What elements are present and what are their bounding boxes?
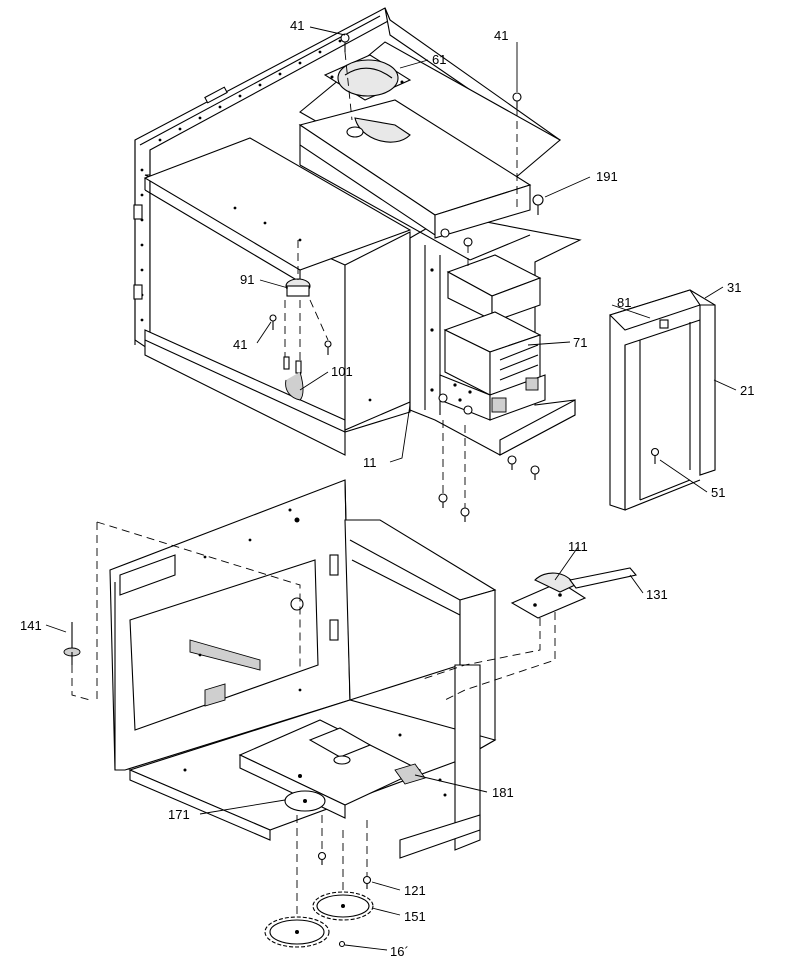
callout-171: 171	[168, 807, 190, 822]
lower-assembly-guides	[71, 521, 556, 918]
upper-assembly-guides	[284, 51, 518, 508]
callout-191: 191	[596, 169, 618, 184]
upper-fasteners	[269, 33, 544, 522]
thermal-cutout-91	[285, 278, 311, 297]
callout-81: 81	[617, 295, 631, 310]
callout-161: 16´	[390, 944, 409, 959]
control-bracket-111	[510, 572, 587, 619]
lower-fasteners	[317, 851, 372, 948]
callout-11: 11	[363, 455, 377, 470]
frame-perforations	[140, 39, 342, 322]
magnetron-71	[439, 254, 546, 421]
gear-171	[264, 916, 330, 948]
callout-41-right: 41	[494, 28, 508, 43]
callout-leaders	[45, 26, 737, 951]
callout-labels: 41 61 41 191 91 41 101 81 31 71 21 11 51…	[20, 18, 754, 959]
callout-31: 31	[727, 280, 741, 295]
callout-131: 131	[646, 587, 668, 602]
callout-141: 141	[20, 618, 42, 633]
front-plate	[109, 479, 351, 771]
waveguide-duct	[298, 99, 532, 261]
callout-91: 91	[240, 272, 254, 287]
gear-151	[312, 891, 374, 921]
callout-101: 101	[331, 364, 353, 379]
callout-71: 71	[573, 335, 587, 350]
callout-181: 181	[492, 785, 514, 800]
callout-21: 21	[740, 383, 754, 398]
callout-51: 51	[711, 485, 725, 500]
wire-harness-101	[283, 356, 304, 401]
hinge-pin-141	[63, 622, 81, 665]
callout-41-top: 41	[290, 18, 304, 33]
callout-111: 111	[568, 539, 588, 554]
callout-151: 151	[404, 909, 426, 924]
door-frame-assembly	[608, 289, 716, 511]
interlock-lever-131	[569, 567, 638, 589]
callout-61: 61	[432, 52, 446, 67]
callout-41-left: 41	[233, 337, 247, 352]
callout-121: 121	[404, 883, 426, 898]
base-plate-181	[238, 719, 426, 819]
